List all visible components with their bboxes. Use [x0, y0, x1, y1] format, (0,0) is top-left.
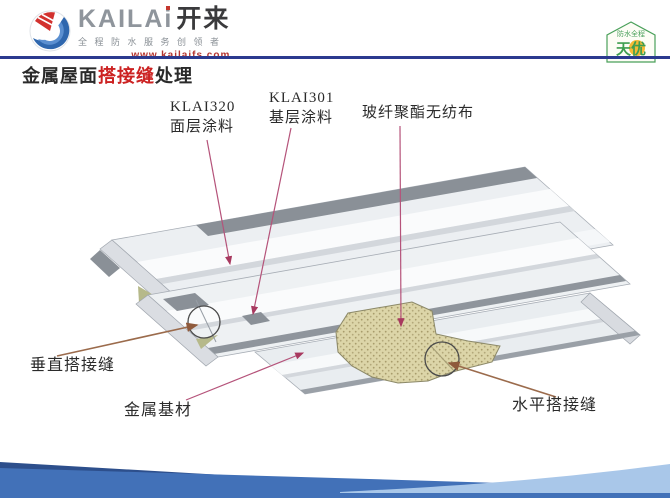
- leader-lines: [56, 125, 557, 401]
- title-suffix: 处理: [155, 66, 193, 86]
- brand-name-en: KAILAi: [78, 5, 174, 33]
- header-divider: [0, 56, 670, 59]
- tianyou-house-badge: 防水全程 天优: [606, 21, 656, 63]
- title-highlight: 搭接缝: [98, 66, 155, 86]
- page-title: 金属屋面搭接缝处理: [22, 62, 193, 88]
- label-top-coat: KLAI320 面层涂料: [170, 99, 236, 135]
- horizontal-seam-circle: [424, 341, 460, 377]
- badge-top-text: 防水全程: [617, 29, 645, 38]
- company-logo: KAILAi 开来 全程防水服务创领者 www.kailaifs.com: [28, 6, 230, 61]
- label-vertical-seam: 垂直搭接缝: [30, 357, 116, 374]
- brand-name-cn: 开来: [176, 5, 231, 33]
- label-base-coat: KLAI301 基层涂料: [269, 90, 335, 126]
- footer-wave: [0, 462, 670, 498]
- brand-website: www.kailaifs.com: [78, 50, 230, 61]
- label-horizontal-seam: 水平搭接缝: [512, 397, 598, 414]
- badge-name: 天优: [616, 40, 646, 58]
- kailai-emblem-icon: [29, 10, 71, 52]
- title-prefix: 金属屋面: [22, 66, 98, 86]
- label-fiberglass-fabric: 玻纤聚酯无纺布: [362, 105, 475, 121]
- label-metal-substrate: 金属基材: [124, 402, 193, 419]
- vertical-seam-circle: [187, 305, 221, 339]
- brand-tagline: 全程防水服务创领者: [78, 37, 227, 47]
